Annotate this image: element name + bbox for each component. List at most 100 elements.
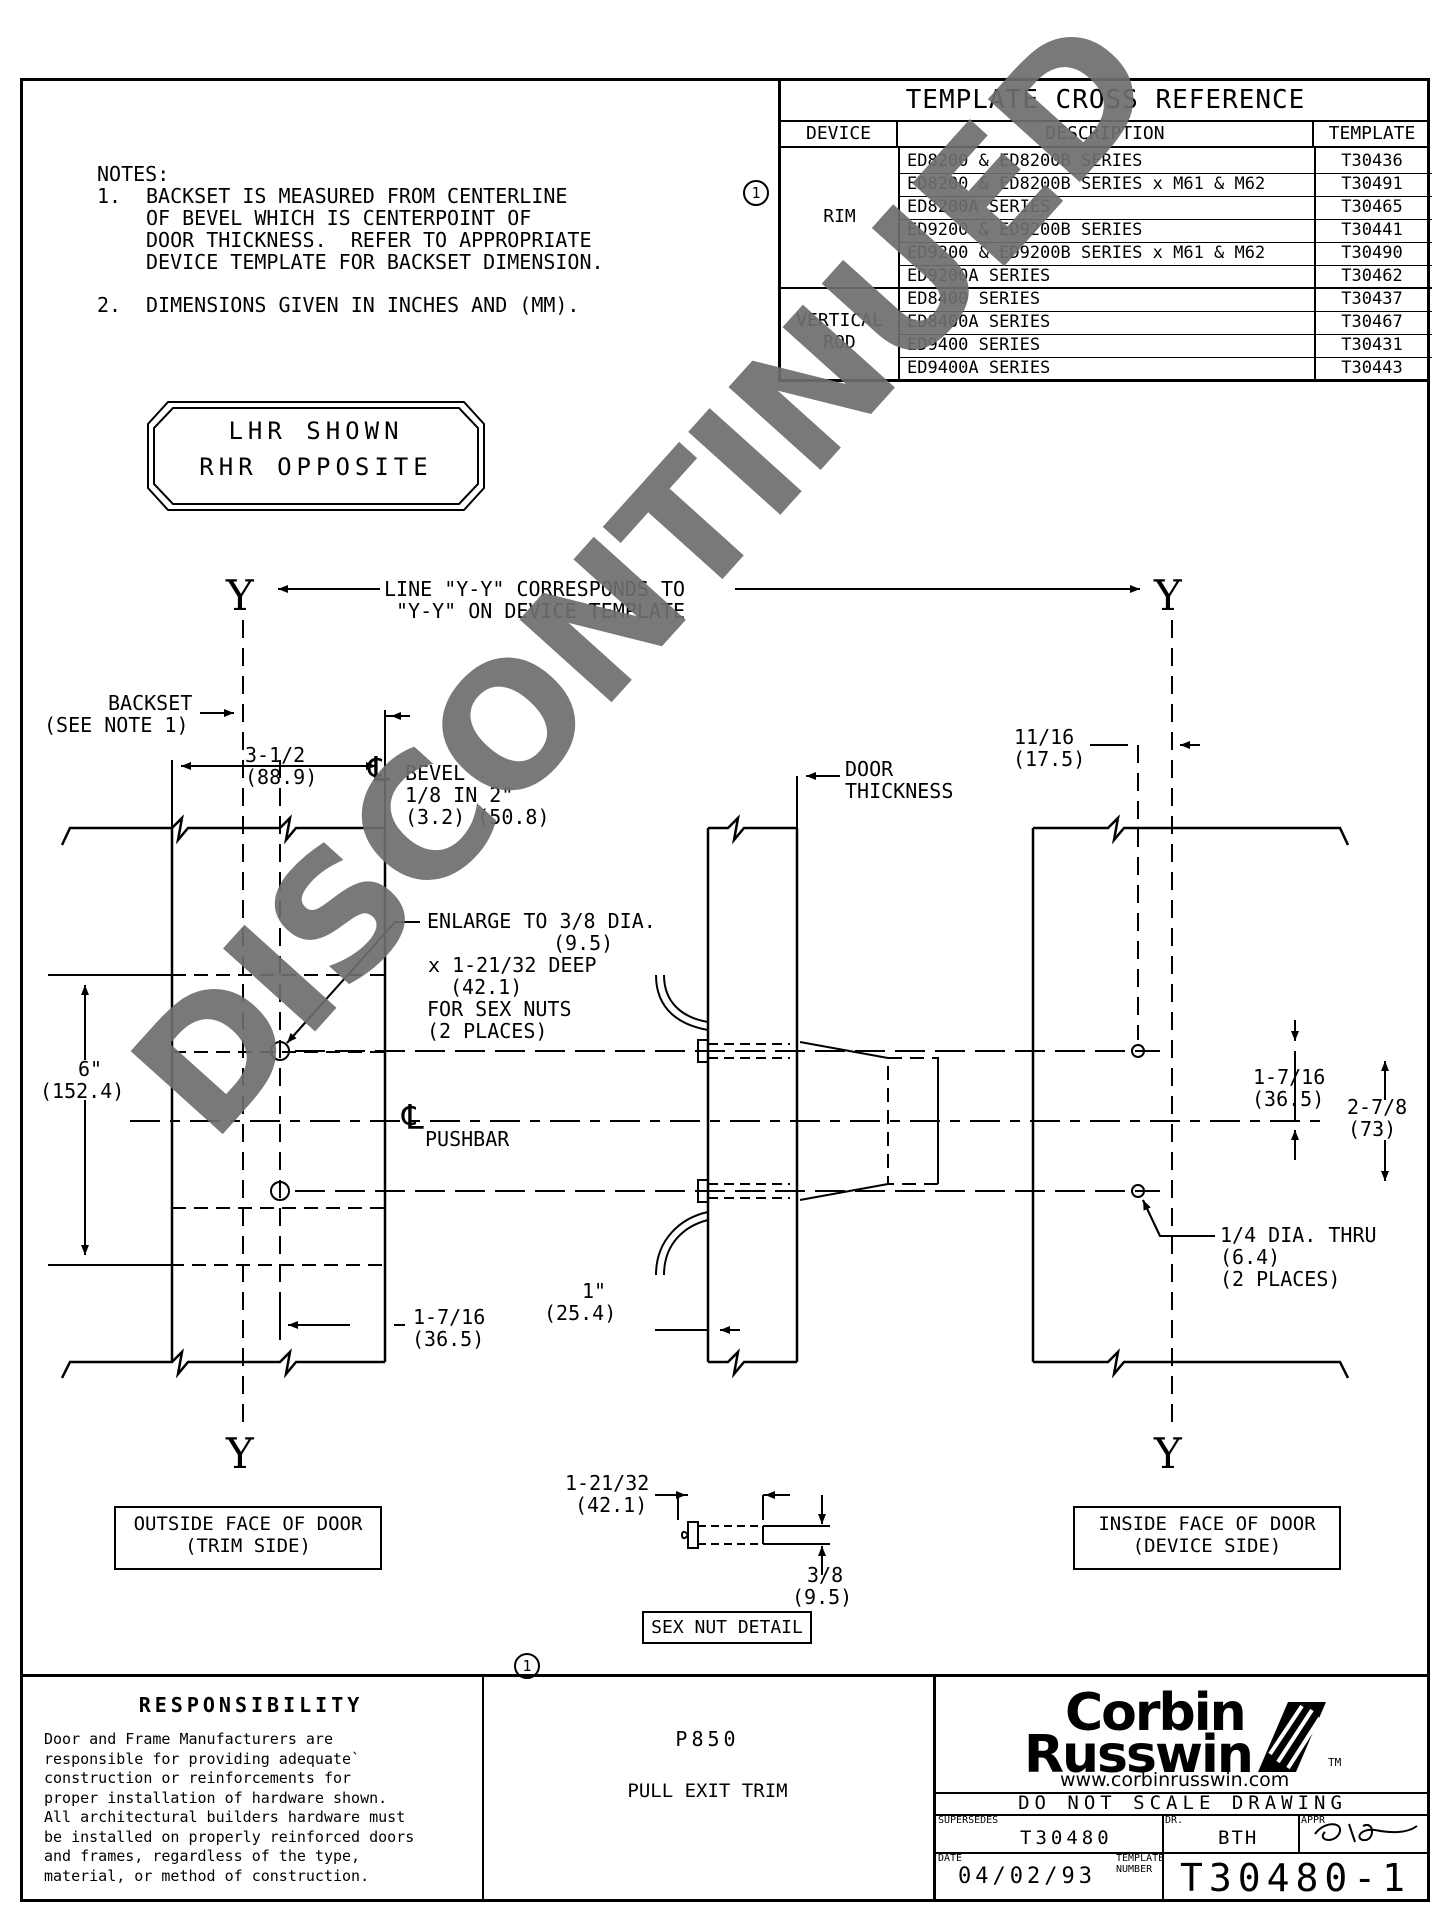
xref-row-line: [898, 265, 1432, 266]
footer-col-3: [1162, 1814, 1164, 1902]
xref-description: ED8200A SERIES: [907, 197, 1051, 217]
template-cross-reference-table: TEMPLATE CROSS REFERENCE DEVICE DESCRIPT…: [778, 80, 1432, 382]
xref-description: ED9200 & ED9200B SERIES x M61 & M62: [907, 243, 1266, 263]
website: www.corbinrusswin.com: [1060, 1769, 1290, 1791]
drawn-by-value: BTH: [1218, 1827, 1259, 1849]
approved-label: APPR: [1301, 1815, 1326, 1826]
responsibility-line: responsible for providing adequate`: [44, 1749, 361, 1768]
xref-row-line: [898, 334, 1432, 335]
enlarge-note-2: (9.5): [553, 931, 614, 955]
note-1-line-3: DOOR THICKNESS. REFER TO APPROPRIATE: [146, 228, 592, 252]
door-thickness-2: THICKNESS: [845, 779, 954, 803]
y-label-top-left: Y: [226, 571, 254, 620]
footer-col-4: [1298, 1814, 1300, 1852]
xref-template: T30462: [1341, 266, 1403, 286]
note-1-number: 1.: [97, 184, 122, 208]
xref-template: T30431: [1341, 335, 1403, 355]
bevel-ratio: 1/8 IN 2": [405, 783, 514, 807]
revision-mark-bottom: 1: [514, 1653, 540, 1679]
xref-description: ED9200 & ED9200B SERIES: [907, 220, 1143, 240]
y-label-bottom-left: Y: [226, 1429, 254, 1478]
y-label-top-right: Y: [1154, 571, 1182, 620]
hole-note-1: 1/4 DIA. THRU: [1220, 1223, 1377, 1247]
y-label-bottom-right: Y: [1154, 1429, 1182, 1478]
revision-mark: 1: [743, 180, 769, 206]
enlarge-note-5: FOR SEX NUTS: [427, 997, 572, 1021]
outside-face-label: OUTSIDE FACE OF DOOR (TRIM SIDE): [114, 1506, 382, 1570]
col-header-device: DEVICE: [781, 120, 898, 148]
footer-rule-2: [935, 1814, 1430, 1816]
enlarge-note-3: x 1-21/32 DEEP: [428, 953, 597, 977]
table-title: TEMPLATE CROSS REFERENCE: [781, 80, 1430, 122]
note-2-text: DIMENSIONS GIVEN IN INCHES AND (MM).: [146, 293, 580, 317]
dim-73: (73): [1348, 1117, 1397, 1141]
xref-template: T30443: [1341, 358, 1403, 378]
date-label: DATE: [938, 1853, 963, 1864]
group-vertical-rod-2: ROD: [823, 332, 856, 353]
note-1-line-1: BACKSET IS MEASURED FROM CENTERLINE: [146, 184, 568, 208]
drawn-by-label: DR.: [1165, 1815, 1184, 1826]
bevel-centerline: ℄: [368, 750, 390, 790]
inside-face-label: INSIDE FACE OF DOOR (DEVICE SIDE): [1073, 1506, 1341, 1570]
xref-description: ED8200 & ED8200B SERIES x M61 & M62: [907, 174, 1266, 194]
responsibility-line: Door and Frame Manufacturers are: [44, 1730, 333, 1748]
xref-row-line: [898, 196, 1432, 197]
responsibility-line: proper installation of hardware shown.: [44, 1788, 388, 1807]
xref-row-line: [898, 219, 1432, 220]
product-name: PULL EXIT TRIM: [627, 1780, 788, 1802]
pushbar-label: PUSHBAR: [425, 1127, 510, 1151]
backset-note: (SEE NOTE 1): [44, 713, 189, 737]
responsibility-title: RESPONSIBILITY: [138, 1693, 364, 1717]
responsibility-line: construction or reinforcements for: [44, 1769, 352, 1787]
responsibility-line: All architectural builders hardware must: [44, 1808, 406, 1826]
enlarge-note-1: ENLARGE TO 3/8 DIA.: [427, 909, 656, 933]
dim-25-4: (25.4): [544, 1301, 617, 1325]
template-number-label-1: TEMPLATE: [1116, 1853, 1165, 1864]
note-1-line-2: OF BEVEL WHICH IS CENTERPOINT OF: [146, 206, 532, 230]
dim-2-7-8: 2-7/8: [1347, 1095, 1408, 1119]
enlarge-note-6: (2 PLACES): [427, 1019, 548, 1043]
dim-1-7-16-right: 1-7/16: [1253, 1065, 1326, 1089]
enlarge-note-4: (42.1): [450, 975, 523, 999]
xref-row-line: [898, 242, 1432, 243]
responsibility-line: be installed on properly reinforced door…: [44, 1827, 415, 1846]
hand-box: [147, 401, 485, 511]
footer-col-line-2: [933, 1674, 936, 1902]
yy-note-line-1: LINE "Y-Y" CORRESPONDS TO: [384, 577, 686, 601]
col-header-template: TEMPLATE: [1314, 120, 1430, 148]
inside-face-line-2: (DEVICE SIDE): [1132, 1535, 1282, 1557]
responsibility-line: and frames, regardless of the type,: [44, 1847, 361, 1865]
sexnut-dia: 3/8: [807, 1563, 844, 1587]
logo-tm: TM: [1328, 1756, 1342, 1769]
dim-36-5-right: (36.5): [1252, 1087, 1325, 1111]
outside-face-line-2: (TRIM SIDE): [185, 1535, 311, 1557]
pushbar-centerline: ℄: [402, 1098, 424, 1138]
hole-note-3: (2 PLACES): [1220, 1267, 1341, 1291]
date-value: 04/02/93: [958, 1864, 1096, 1889]
dim-11-16: 11/16: [1014, 725, 1075, 749]
hand-line-1: LHR SHOWN: [228, 417, 404, 445]
dim-17-5: (17.5): [1013, 747, 1086, 771]
xref-description: ED8400 SERIES: [907, 289, 1041, 309]
drawing-frame: [20, 78, 1430, 1902]
outside-face-line-1: OUTSIDE FACE OF DOOR: [133, 1513, 363, 1535]
do-not-scale: DO NOT SCALE DRAWING: [1018, 1792, 1347, 1814]
yy-note-line-2: "Y-Y" ON DEVICE TEMPLATE: [396, 599, 685, 623]
hand-line-2: RHR OPPOSITE: [199, 453, 433, 481]
logo-russwin: Russwin: [1024, 1725, 1254, 1785]
xref-template: T30491: [1341, 174, 1403, 194]
xref-template: T30465: [1341, 197, 1403, 217]
xref-row-line: [898, 173, 1432, 174]
xref-description: ED9400 SERIES: [907, 335, 1041, 355]
supersedes-label: SUPERSEDES: [938, 1815, 999, 1826]
model-number: P850: [675, 1727, 740, 1751]
group-vertical-rod-1: VERTICAL: [796, 310, 883, 331]
logo-corbin: Corbin: [1065, 1683, 1247, 1743]
note-2-number: 2.: [97, 293, 122, 317]
dim-152-4: (152.4): [40, 1079, 125, 1103]
footer-divider: [20, 1674, 1430, 1677]
dim-6-in: 6": [78, 1057, 103, 1081]
template-number: T30480-1: [1180, 1856, 1412, 1900]
xref-row-line: [898, 311, 1432, 312]
